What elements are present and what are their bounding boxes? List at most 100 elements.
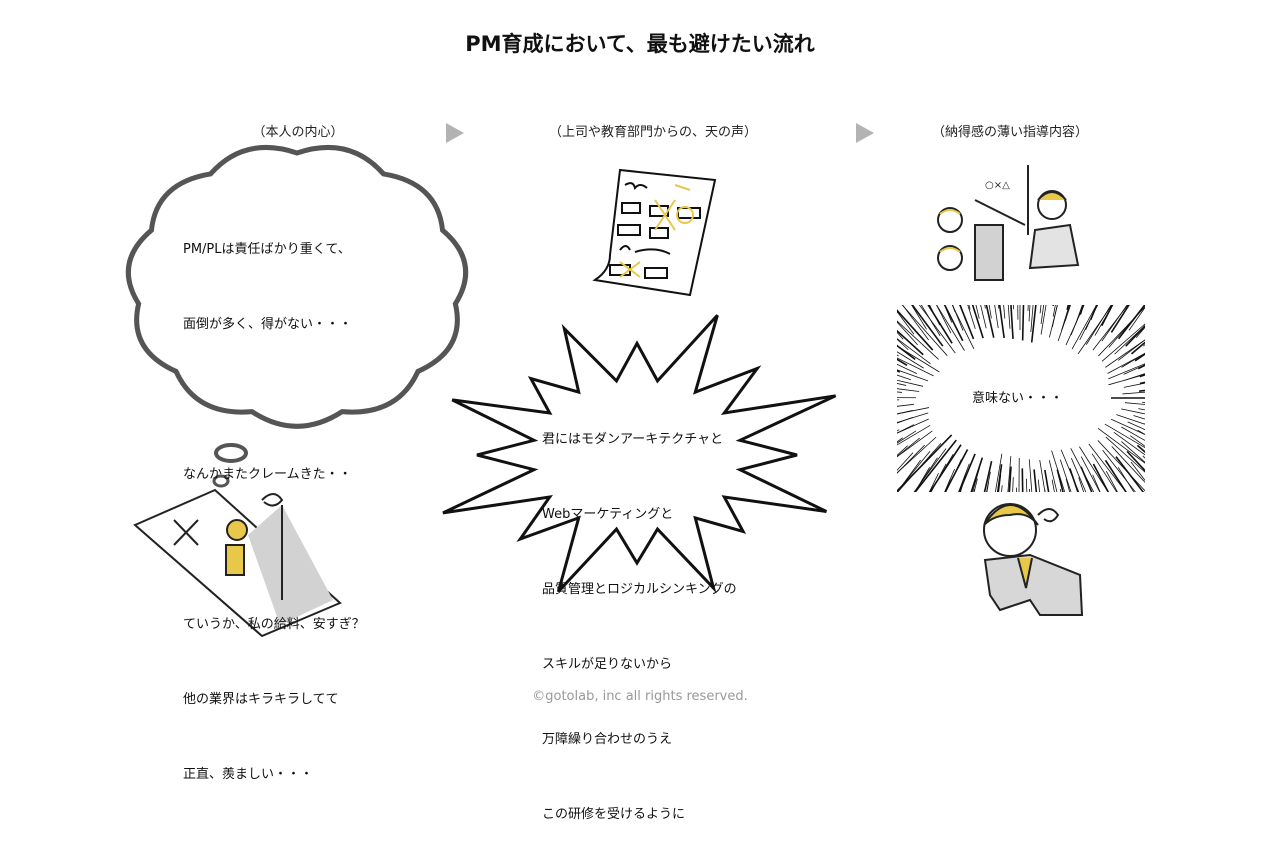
speed-line — [1104, 423, 1145, 449]
illustrations: ○×△ — [125, 123, 1280, 638]
speed-line — [936, 305, 965, 351]
text-line: Webマーケティングと — [542, 507, 674, 522]
speed-line — [897, 354, 899, 357]
speed-line — [902, 305, 929, 341]
speed-line — [1117, 467, 1135, 492]
document-illustration — [592, 168, 717, 297]
speed-line — [1137, 429, 1145, 435]
speed-line — [897, 357, 934, 377]
speed-line — [1077, 305, 1113, 355]
speed-line — [1091, 453, 1118, 492]
speed-line — [920, 305, 941, 337]
speed-line — [735, 303, 883, 370]
copyright-footer: ©gotolab, inc all rights reserved. — [532, 689, 748, 704]
speed-line — [1122, 391, 1145, 395]
speed-line — [897, 331, 904, 340]
speed-line — [1110, 305, 1130, 333]
speed-line — [1156, 336, 1280, 381]
speed-line — [897, 452, 914, 471]
speed-line — [1065, 305, 1071, 321]
speed-line — [1171, 384, 1280, 394]
speed-line — [1156, 362, 1280, 388]
thought-bubble-small — [214, 443, 248, 463]
speed-line — [1127, 421, 1145, 431]
speed-line — [1159, 400, 1280, 406]
arrow-right-icon — [446, 123, 464, 143]
speed-line — [897, 351, 924, 369]
thought-cloud — [125, 145, 469, 429]
speed-line — [1136, 444, 1145, 454]
speed-line — [897, 358, 908, 367]
speed-line — [897, 369, 901, 373]
speed-line — [1070, 305, 1084, 336]
speed-line — [1048, 305, 1058, 338]
column-caption: （本人の内心） — [252, 125, 344, 140]
speed-line — [1051, 305, 1058, 328]
speed-line — [952, 305, 956, 312]
speed-line — [1079, 446, 1109, 492]
speed-line — [959, 305, 975, 340]
speed-line — [897, 379, 924, 387]
speed-line — [1104, 459, 1127, 492]
text-line: 他の業界はキラキラしてて — [183, 692, 339, 707]
speed-line — [1130, 341, 1145, 355]
speed-line — [1074, 305, 1083, 325]
speed-line — [943, 305, 964, 342]
text-line: スキルが足りないから — [542, 657, 673, 672]
speed-line — [1079, 305, 1099, 341]
speed-line — [1051, 450, 1066, 492]
speed-line — [958, 453, 976, 492]
text-line: PM/PLは責任ばかり重くて、 — [183, 242, 351, 257]
speed-line — [1141, 401, 1145, 403]
speed-line — [1102, 449, 1136, 492]
speed-line — [911, 305, 927, 330]
speed-line — [1111, 446, 1145, 483]
speed-line — [1142, 455, 1145, 459]
inner-thoughts-text: PM/PLは責任ばかり重くて、 面倒が多く、得がない・・・ なんかまたクレームき… — [183, 187, 365, 812]
speed-line — [959, 474, 966, 492]
speed-line — [1105, 436, 1145, 473]
speed-line — [1143, 343, 1145, 347]
speed-line — [1108, 363, 1145, 380]
speed-line — [944, 479, 951, 492]
speed-line — [897, 309, 934, 351]
speed-line — [928, 444, 962, 492]
speed-line — [897, 344, 916, 360]
speed-line — [972, 467, 980, 492]
speed-line — [897, 430, 933, 458]
speed-line — [1070, 458, 1087, 492]
speed-line — [1123, 382, 1145, 388]
speed-line — [1101, 323, 1145, 362]
text-line: 面倒が多く、得がない・・・ — [183, 317, 353, 332]
teacher-illustration: ○×△ — [937, 165, 1080, 281]
speed-line — [1130, 461, 1145, 482]
speed-line — [1126, 450, 1145, 472]
speed-line — [1108, 374, 1145, 386]
depressed-person-illustration — [983, 503, 1084, 616]
speed-line — [985, 305, 995, 338]
speed-line — [897, 345, 940, 373]
speed-line — [1080, 456, 1101, 492]
speed-line — [897, 338, 931, 365]
speed-line — [971, 305, 984, 339]
speed-line — [1139, 381, 1145, 385]
speed-line — [1065, 305, 1085, 346]
speed-line — [776, 453, 895, 573]
boss-voice-text: 君にはモダンアーキテクチャと Webマーケティングと 品質管理とロジカルシンキン… — [542, 377, 737, 852]
speed-line — [960, 484, 964, 492]
speed-line — [1069, 468, 1079, 492]
speed-line — [983, 461, 993, 492]
text-line: 品質管理とロジカルシンキングの — [542, 582, 737, 597]
speed-line — [897, 321, 918, 346]
speed-line — [897, 424, 931, 446]
speed-line — [897, 450, 931, 492]
speed-line — [1116, 414, 1145, 425]
speed-line — [1105, 339, 1145, 368]
arrow-right-icon — [856, 123, 874, 143]
speed-line — [1114, 325, 1145, 355]
speed-line — [1139, 373, 1145, 378]
speed-line — [928, 473, 939, 492]
speed-line — [944, 449, 969, 492]
speed-line — [929, 305, 941, 326]
speed-line — [897, 418, 929, 434]
